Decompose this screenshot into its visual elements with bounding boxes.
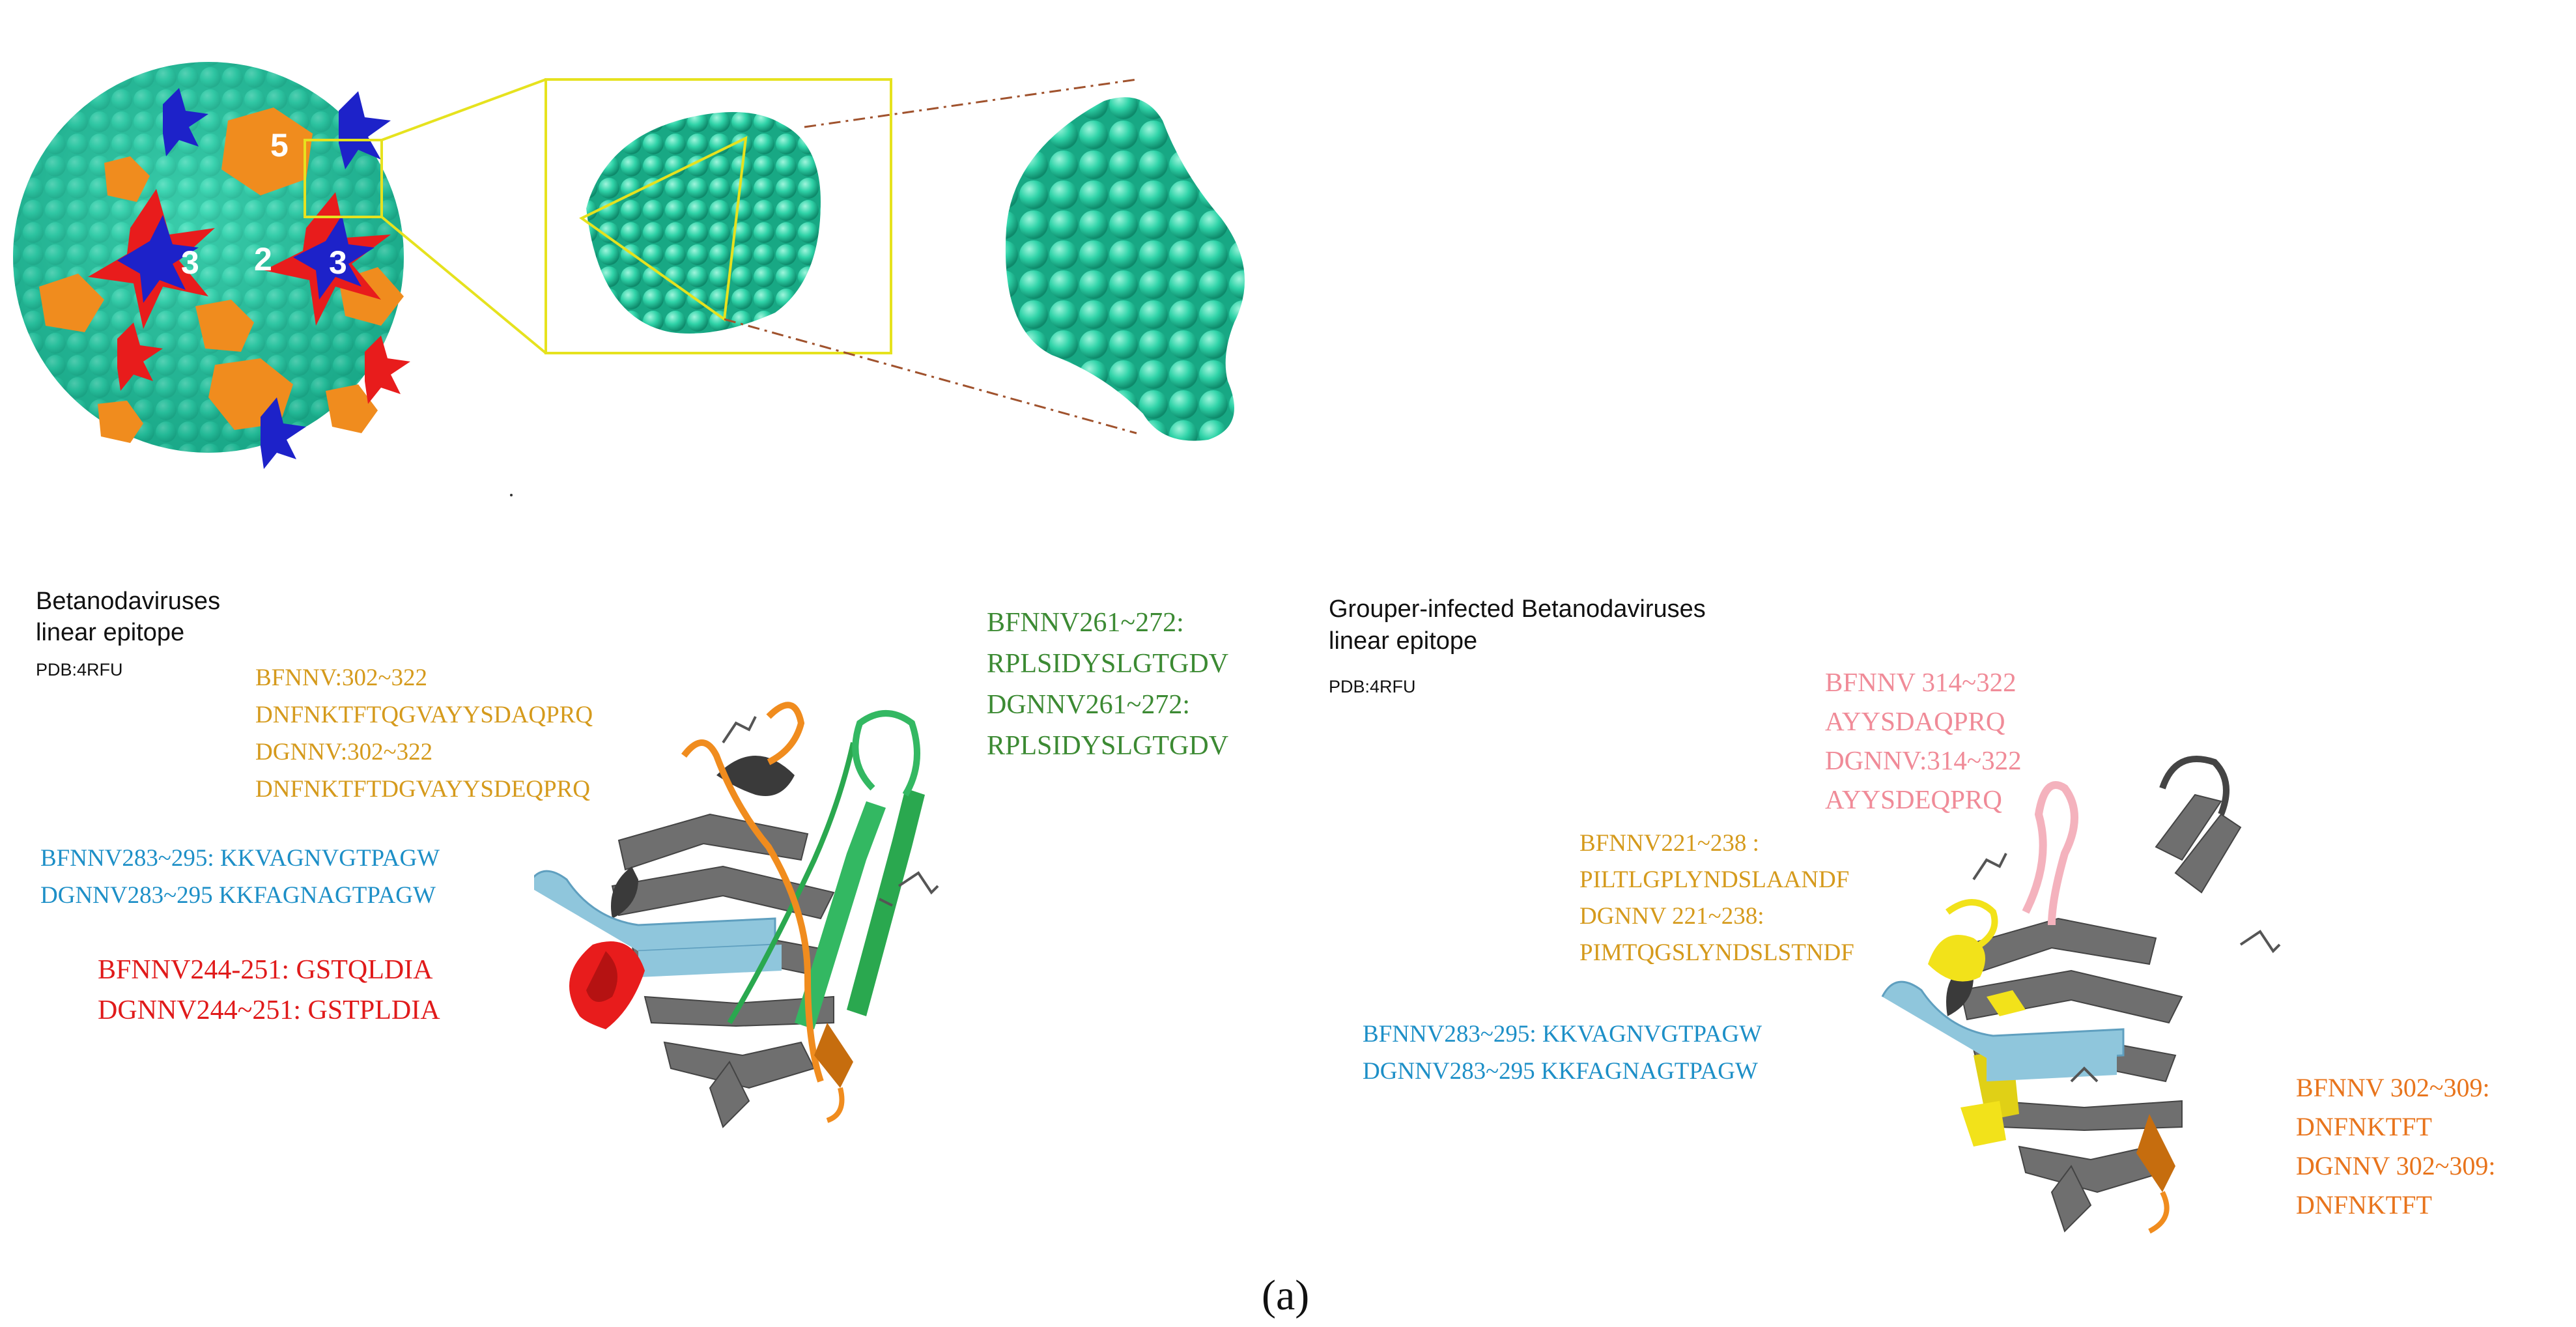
right-title-line1: Grouper-infected Betanodaviruses xyxy=(1329,595,1706,623)
left-green-line4: RPLSIDYSLGTGDV xyxy=(987,731,1229,761)
left-ribbon-structure xyxy=(534,702,939,1128)
left-gold-line2: DNFNKTFTQGVAYYSDAQPRQ xyxy=(255,702,593,728)
capsid-overview-figure: 5 3 2 3 xyxy=(13,62,1245,496)
right-blue-line2: DGNNV283~295 KKFAGNAGTPAGW xyxy=(1363,1058,1758,1085)
right-orange-line4: DNFNKTFT xyxy=(2296,1190,2432,1220)
right-blue-line1: BFNNV283~295: KKVAGNVGTPAGW xyxy=(1363,1021,1762,1048)
left-blue-line2: DGNNV283~295 KKFAGNAGTPAGW xyxy=(40,882,436,909)
zoom-line-bottom xyxy=(380,216,547,354)
left-blue-line1: BFNNV283~295: KKVAGNVGTPAGW xyxy=(40,845,440,872)
subunit-triangle-outline xyxy=(579,136,748,322)
selection-box-large xyxy=(545,78,892,354)
zoom-line-top xyxy=(381,78,546,141)
protein-subunit-bead-model xyxy=(586,112,821,334)
left-gold-line1: BFNNV:302~322 xyxy=(255,664,427,691)
right-gold-line4: PIMTQGSLYNDSLSTNDF xyxy=(1579,939,1854,966)
left-red-line1: BFNNV244-251: GSTQLDIA xyxy=(98,955,433,985)
capsid-sphere: 5 3 2 3 xyxy=(13,62,410,469)
right-gold-line1: BFNNV221~238 : xyxy=(1579,830,1759,857)
right-pink-line1: BFNNV 314~322 xyxy=(1825,667,2017,697)
right-ribbon-structure xyxy=(1881,756,2281,1234)
left-pdb-id: PDB:4RFU xyxy=(36,660,123,679)
left-red-line2: DGNNV244~251: GSTPLDIA xyxy=(98,995,440,1025)
protein-subunit-enlarged xyxy=(1005,97,1245,441)
right-orange-line2: DNFNKTFT xyxy=(2296,1112,2432,1141)
symmetry-label-5: 5 xyxy=(270,127,289,164)
figure-caption: (a) xyxy=(1262,1272,1310,1319)
right-pink-line3: DGNNV:314~322 xyxy=(1825,745,2022,775)
zoom-dashline-bottom xyxy=(724,318,1137,435)
right-title-line2: linear epitope xyxy=(1329,627,1478,655)
right-gold-line3: DGNNV 221~238: xyxy=(1579,903,1764,930)
left-green-line1: BFNNV261~272: xyxy=(987,608,1184,638)
right-pdb-id: PDB:4RFU xyxy=(1329,677,1416,696)
right-orange-line3: DGNNV 302~309: xyxy=(2296,1151,2496,1180)
left-gold-line3: DGNNV:302~322 xyxy=(255,739,433,765)
right-pink-line2: AYYSDAQPRQ xyxy=(1825,706,2005,736)
symmetry-label-2: 2 xyxy=(254,241,272,278)
left-title-line1: Betanodaviruses xyxy=(36,588,221,615)
selection-box-small xyxy=(304,139,383,218)
symmetry-label-3-left: 3 xyxy=(181,244,199,281)
symmetry-label-3-right: 3 xyxy=(329,244,347,281)
right-pink-line4: AYYSDEQPRQ xyxy=(1825,784,2002,814)
zoom-dashline-top xyxy=(804,78,1137,128)
left-gold-line4: DNFNKTFTDGVAYYSDEQPRQ xyxy=(255,776,590,803)
left-green-line2: RPLSIDYSLGTGDV xyxy=(987,649,1229,679)
right-gold-line2: PILTLGPLYNDSLAANDF xyxy=(1579,866,1850,893)
right-orange-line1: BFNNV 302~309: xyxy=(2296,1073,2490,1102)
left-green-line3: DGNNV261~272: xyxy=(987,690,1191,720)
left-title-line2: linear epitope xyxy=(36,619,185,646)
